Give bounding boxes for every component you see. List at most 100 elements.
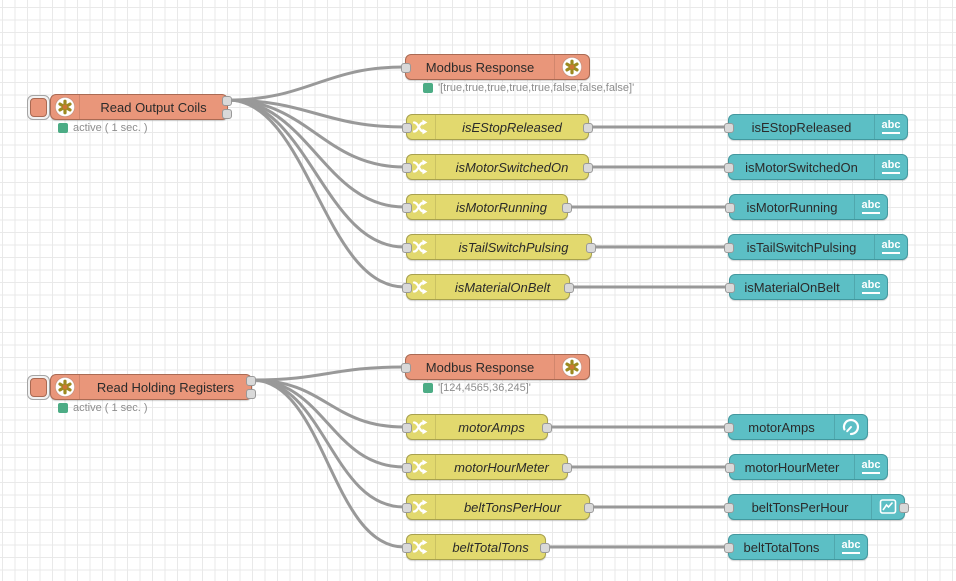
ui-chart-node-belt-tons-per-hour[interactable]: beltTonsPerHour	[724, 494, 909, 520]
wire[interactable]	[250, 378, 406, 549]
wire[interactable]	[226, 98, 406, 209]
switch-icon	[407, 455, 436, 479]
input-port[interactable]	[724, 503, 734, 513]
trigger-button[interactable]	[27, 95, 50, 120]
node-label: motorAmps	[748, 419, 815, 435]
switch-node-motor-amps[interactable]: motorAmps	[402, 414, 552, 440]
output-port[interactable]	[583, 163, 593, 173]
input-port[interactable]	[402, 503, 412, 513]
output-port[interactable]	[899, 503, 909, 513]
output-port[interactable]	[564, 283, 574, 293]
wire[interactable]	[250, 378, 406, 509]
switch-node-is-motor-switched-on[interactable]: isMotorSwitchedOn	[402, 154, 593, 180]
switch-node-belt-total-tons[interactable]: beltTotalTons	[402, 534, 550, 560]
node-label: beltTonsPerHour	[751, 499, 849, 515]
input-port[interactable]	[401, 363, 411, 373]
node-label: beltTotalTons	[743, 539, 820, 555]
input-port[interactable]	[725, 203, 735, 213]
node-label: motorAmps	[458, 419, 525, 435]
text-widget-icon: abc	[874, 155, 907, 179]
input-port[interactable]	[402, 423, 412, 433]
switch-node-belt-tons-per-hour[interactable]: beltTonsPerHour	[402, 494, 594, 520]
node-label: isMaterialOnBelt	[744, 279, 840, 295]
wire[interactable]	[250, 378, 406, 469]
node-read-output-coils[interactable]: Read Output Coils	[50, 94, 232, 120]
switch-node-is-tail-switch-pulsing[interactable]: isTailSwitchPulsing	[402, 234, 596, 260]
switch-node-is-material-on-belt[interactable]: isMaterialOnBelt	[402, 274, 574, 300]
trigger-button[interactable]	[27, 375, 50, 400]
node-status: '[124,4565,36,245]'	[423, 382, 531, 394]
node-label: beltTonsPerHour	[463, 499, 562, 515]
node-label: Read Output Coils	[100, 99, 207, 115]
input-port[interactable]	[402, 163, 412, 173]
ui-text-node-is-material-on-belt[interactable]: isMaterialOnBelt abc	[725, 274, 888, 300]
node-status: '[true,true,true,true,true,false,false,f…	[423, 82, 634, 94]
input-port[interactable]	[402, 543, 412, 553]
ui-text-node-belt-total-tons[interactable]: beltTotalTons abc	[724, 534, 868, 560]
ui-text-node-is-estop-released[interactable]: isEStopReleased abc	[724, 114, 908, 140]
ui-gauge-node-motor-amps[interactable]: motorAmps	[724, 414, 868, 440]
modbus-flower-icon	[554, 55, 589, 79]
switch-icon	[407, 115, 436, 139]
output-port[interactable]	[562, 203, 572, 213]
switch-node-is-motor-running[interactable]: isMotorRunning	[402, 194, 572, 220]
input-port[interactable]	[724, 123, 734, 133]
wire[interactable]	[226, 98, 406, 249]
input-port[interactable]	[724, 163, 734, 173]
input-port[interactable]	[725, 463, 735, 473]
switch-node-motor-hour-meter[interactable]: motorHourMeter	[402, 454, 572, 480]
status-dot-icon	[58, 403, 68, 413]
output-port[interactable]	[583, 123, 593, 133]
output-port-1[interactable]	[246, 376, 256, 386]
node-label: motorHourMeter	[744, 459, 840, 475]
output-port-1[interactable]	[222, 96, 232, 106]
text-widget-icon: abc	[854, 455, 887, 479]
input-port[interactable]	[725, 283, 735, 293]
switch-icon	[407, 235, 436, 259]
input-port[interactable]	[402, 243, 412, 253]
text-widget-icon: abc	[834, 535, 867, 559]
wire[interactable]	[250, 365, 406, 382]
input-port[interactable]	[724, 423, 734, 433]
ui-text-node-is-tail-switch-pulsing[interactable]: isTailSwitchPulsing abc	[724, 234, 908, 260]
node-label: Modbus Response	[425, 59, 535, 75]
output-port[interactable]	[562, 463, 572, 473]
status-text: active ( 1 sec. )	[73, 402, 148, 414]
node-modbus-response-2[interactable]: Modbus Response	[401, 354, 590, 380]
trigger-button-face[interactable]	[30, 378, 47, 397]
output-port[interactable]	[584, 503, 594, 513]
output-port[interactable]	[540, 543, 550, 553]
node-label: Modbus Response	[425, 359, 535, 375]
wire[interactable]	[226, 65, 406, 102]
wire[interactable]	[226, 98, 406, 289]
text-widget-icon: abc	[854, 275, 887, 299]
status-text: '[124,4565,36,245]'	[438, 382, 531, 394]
node-read-holding-registers[interactable]: Read Holding Registers	[50, 374, 256, 400]
node-modbus-response-1[interactable]: Modbus Response	[401, 54, 590, 80]
switch-node-is-estop-released[interactable]: isEStopReleased	[402, 114, 593, 140]
ui-text-node-is-motor-running[interactable]: isMotorRunning abc	[725, 194, 888, 220]
status-dot-icon	[423, 383, 433, 393]
input-port[interactable]	[402, 283, 412, 293]
ui-text-node-is-motor-switched-on[interactable]: isMotorSwitchedOn abc	[724, 154, 908, 180]
output-port[interactable]	[586, 243, 596, 253]
input-port[interactable]	[402, 203, 412, 213]
text-widget-icon: abc	[854, 195, 887, 219]
ui-text-node-motor-hour-meter[interactable]: motorHourMeter abc	[725, 454, 888, 480]
output-port[interactable]	[542, 423, 552, 433]
output-port-2[interactable]	[222, 109, 232, 119]
input-port[interactable]	[724, 543, 734, 553]
output-port-2[interactable]	[246, 389, 256, 399]
node-label: isMotorRunning	[746, 199, 838, 215]
input-port[interactable]	[401, 63, 411, 73]
node-label: isMotorRunning	[455, 199, 548, 215]
text-widget-icon: abc	[874, 115, 907, 139]
input-port[interactable]	[402, 123, 412, 133]
wire[interactable]	[226, 98, 406, 169]
input-port[interactable]	[724, 243, 734, 253]
input-port[interactable]	[402, 463, 412, 473]
trigger-button-face[interactable]	[30, 98, 47, 117]
switch-icon	[407, 275, 436, 299]
